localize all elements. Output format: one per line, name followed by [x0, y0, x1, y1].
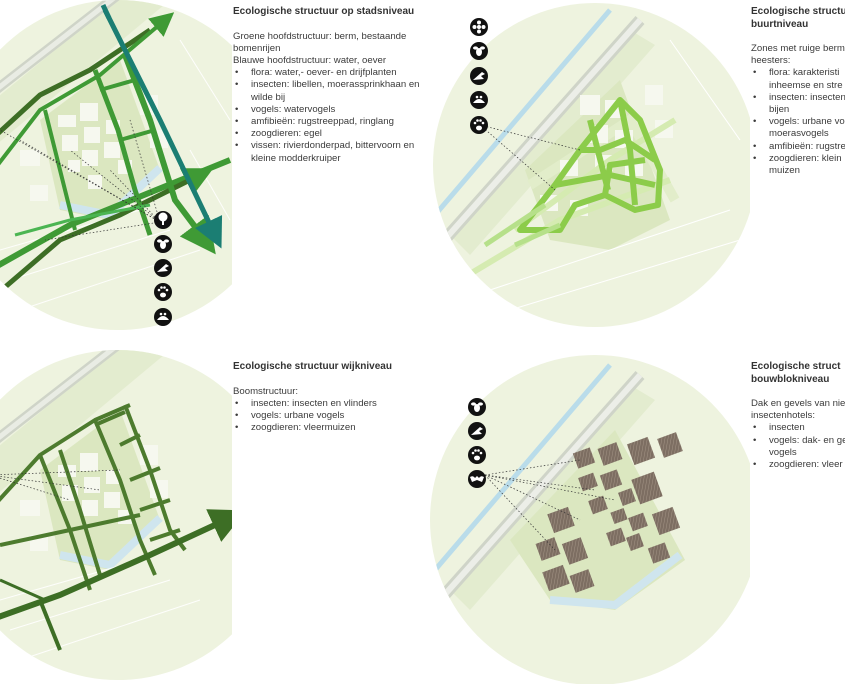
panel-title: Ecologische structuur op stadsniveau	[233, 6, 415, 17]
list-item: insecten	[751, 422, 845, 434]
species-list: flora: karakteristi inheemse en stre ins…	[751, 67, 845, 177]
panel-intro-line: Zones met ruige berm heesters:	[751, 43, 845, 67]
species-list: flora: water,- oever- en drijfplanten in…	[233, 67, 423, 165]
paw-icon	[468, 446, 486, 464]
frog-icon	[470, 91, 488, 109]
species-list: insecten: insecten en vlinders vogels: u…	[233, 398, 423, 435]
bird-icon	[470, 67, 488, 85]
map-bouwblokniveau	[430, 355, 750, 684]
flower-icon	[470, 18, 488, 36]
bird-icon	[154, 259, 172, 277]
bat-icon	[468, 470, 486, 488]
list-item: vogels: watervogels	[233, 104, 423, 116]
panel-title: Ecologische structuur wijkniveau	[233, 361, 392, 372]
panel-intro-line: Blauwe hoofdstructuur: water, oever	[233, 54, 387, 66]
panel-stadsniveau: Ecologische structuur op stadsniveau Gro…	[233, 6, 423, 165]
panel-bouwblokniveau: Ecologische struct bouwblokniveau Dak en…	[751, 361, 845, 471]
panel-wijkniveau: Ecologische structuur wijkniveau Boomstr…	[233, 361, 423, 435]
map-stadsniveau	[0, 0, 232, 330]
list-item: vogels: urbane vo moerasvogels	[751, 116, 845, 140]
bee-icon	[154, 235, 172, 253]
bee-icon	[470, 42, 488, 60]
list-item: vissen: rivierdonderpad, bittervoorn en …	[233, 140, 423, 164]
species-list: insecten vogels: dak- en ge vogels zoogd…	[751, 422, 845, 471]
panel-intro-line: Boomstructuur:	[233, 385, 299, 397]
list-item: insecten: insecten en vlinders	[233, 398, 423, 410]
map-wijkniveau	[0, 350, 232, 680]
list-item: insecten: insecten bijen	[751, 92, 845, 116]
map-buurtniveau	[433, 3, 750, 327]
list-item: vogels: urbane vogels	[233, 410, 423, 422]
panel-title: Ecologische structuur buurtniveau	[751, 6, 845, 30]
tree-icon	[154, 211, 172, 229]
list-item: zoogdieren: vleer	[751, 459, 845, 471]
panel-buurtniveau: Ecologische structuur buurtniveau Zones …	[751, 6, 845, 177]
list-item: insecten: libellen, moerassprinkhaan en …	[233, 79, 423, 103]
bee-icon	[468, 398, 486, 416]
bird-icon	[468, 422, 486, 440]
list-item: zoogdieren: egel	[233, 128, 423, 140]
panel-intro-line: Groene hoofdstructuur: berm, bestaande b…	[233, 30, 407, 54]
paw-icon	[154, 283, 172, 301]
list-item: zoogdieren: vleermuizen	[233, 422, 423, 434]
list-item: flora: karakteristi inheemse en stre	[751, 67, 845, 91]
list-item: vogels: dak- en ge vogels	[751, 435, 845, 459]
list-item: amfibieën: rugstre	[751, 141, 845, 153]
list-item: flora: water,- oever- en drijfplanten	[233, 67, 423, 79]
paw-icon	[470, 116, 488, 134]
panel-intro-line: Dak en gevels van nie insectenhotels:	[751, 398, 845, 422]
list-item: zoogdieren: klein muizen	[751, 153, 845, 177]
panel-title: Ecologische struct bouwblokniveau	[751, 361, 841, 385]
frog-icon	[154, 308, 172, 326]
list-item: amfibieën: rugstreeppad, ringlang	[233, 116, 423, 128]
